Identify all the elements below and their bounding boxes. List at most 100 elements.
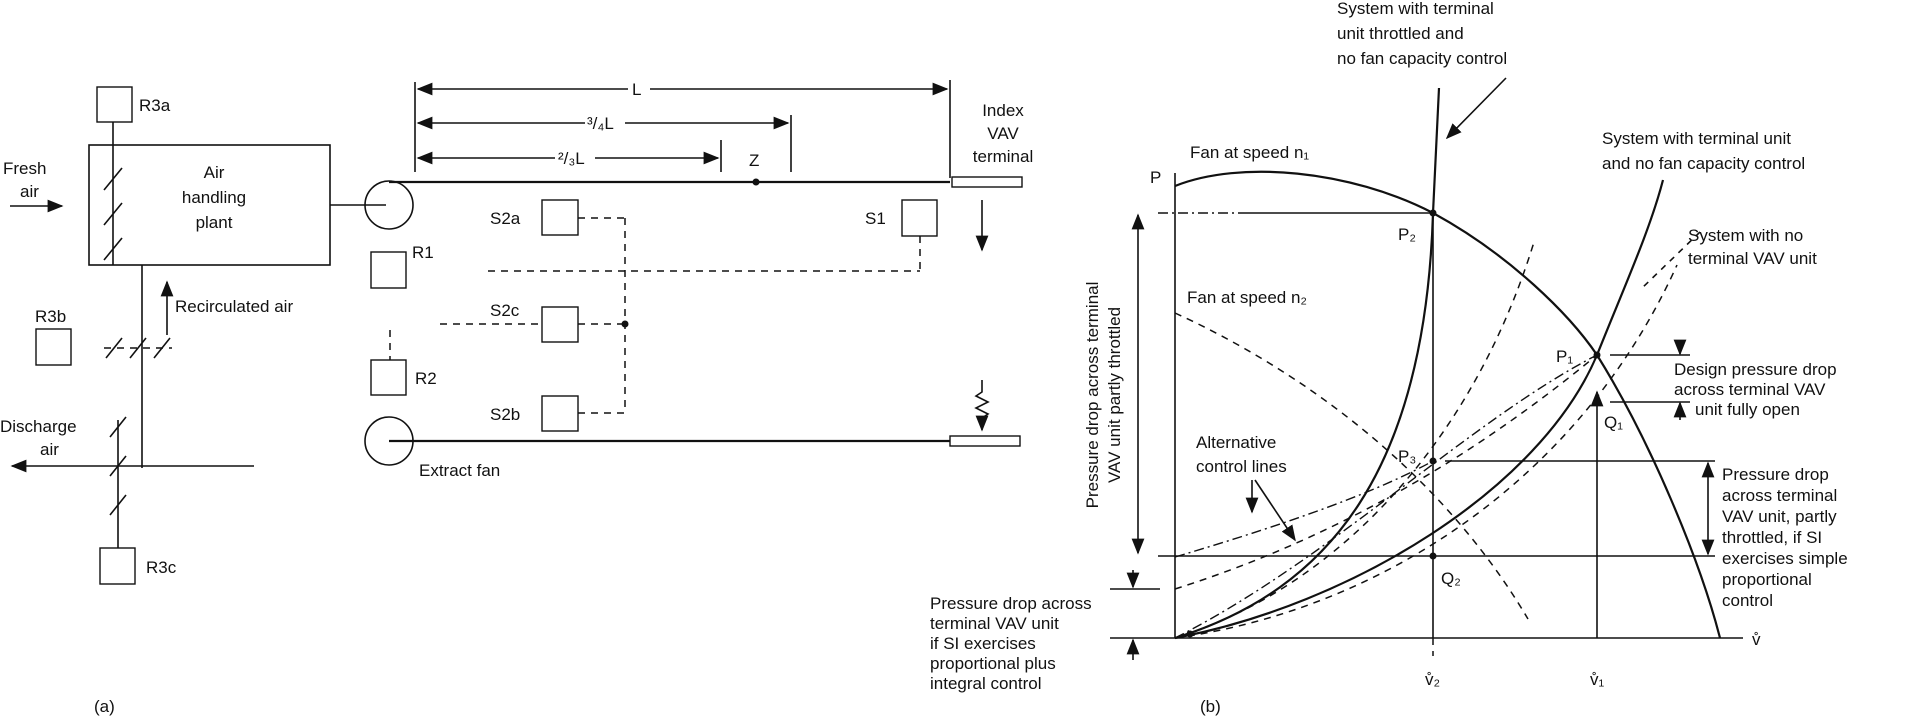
damper-actuator-r3a <box>96 86 133 123</box>
point-p2 <box>1429 209 1437 217</box>
design-drop-line1: Design pressure drop <box>1674 360 1837 379</box>
label-r3a: R3a <box>139 96 171 115</box>
pi-drop-line2: terminal VAV unit <box>930 614 1059 633</box>
label-r3c: R3c <box>146 558 177 577</box>
no-terminal-leader <box>1639 231 1701 291</box>
label-q2: Q₂ <box>1441 569 1461 588</box>
recirculated-air-label: Recirculated air <box>175 297 293 316</box>
axis-p-label: P <box>1150 168 1161 187</box>
label-p2: P₂ <box>1398 225 1416 244</box>
controller-r1 <box>370 251 407 289</box>
design-drop-line3: unit fully open <box>1695 400 1800 419</box>
fresh-air-damper-slashes <box>103 167 123 261</box>
throttled-drop-line5: exercises simple <box>1722 549 1848 568</box>
sensor-s2a <box>541 199 579 236</box>
alternative-control-line-to-p3 <box>1174 460 1434 558</box>
system-curve-no-terminal <box>1174 264 1678 639</box>
dim-label-l: L <box>632 80 641 99</box>
index-terminal-line1: Index <box>982 101 1024 120</box>
discharge-damper-slashes <box>109 416 127 516</box>
label-v1: v̊₁ <box>1590 670 1605 689</box>
index-terminal-line2: VAV <box>987 124 1019 143</box>
discharge-air-label-line1: Discharge <box>0 417 77 436</box>
label-s2a: S2a <box>490 209 521 228</box>
damper-actuator-r3c <box>99 547 136 585</box>
sys-throttled-line1: System with terminal <box>1337 0 1494 18</box>
dim-label-three-quarter-l: ³/₄L <box>587 114 614 133</box>
pi-drop-line4: proportional plus <box>930 654 1056 673</box>
point-p3 <box>1429 457 1437 465</box>
point-origin <box>1186 630 1194 638</box>
label-s2c: S2c <box>490 301 520 320</box>
label-r3b: R3b <box>35 307 66 326</box>
extract-grille <box>949 435 1021 447</box>
extract-inlet-arrow <box>974 380 990 432</box>
alt-control-line1: Alternative <box>1196 433 1276 452</box>
label-v2: v̊₂ <box>1425 670 1440 689</box>
left-vertical-label: Pressure drop across terminal VAV unit p… <box>1083 282 1124 509</box>
ahu-label-line2: handling <box>182 188 246 207</box>
label-p1: P₁ <box>1556 347 1573 366</box>
index-vav-terminal <box>951 176 1023 188</box>
system-curve-terminal <box>1174 179 1665 640</box>
throttled-label-leader <box>1445 77 1507 140</box>
discharge-air-label-line2: air <box>40 440 59 459</box>
sensor-s2b <box>541 395 579 432</box>
panel-a-schematic: R3a Air handling plant Fresh air Z Index… <box>0 80 1033 716</box>
throttled-drop-line3: VAV unit, partly <box>1722 507 1837 526</box>
point-z-dot <box>752 178 760 186</box>
alternative-control-line-to-p1 <box>1174 354 1598 639</box>
alt-control-arrow-2 <box>1254 479 1296 542</box>
throttled-drop-line2: across terminal <box>1722 486 1837 505</box>
panel-b-fan-characteristics: P v̊ <box>930 0 1848 716</box>
ahu-label-line1: Air <box>204 163 225 182</box>
recirculation-damper-slashes <box>104 337 172 359</box>
throttled-drop-line6: proportional <box>1722 570 1812 589</box>
sys-throttled-line2: unit throttled and <box>1337 24 1464 43</box>
sensor-s1 <box>901 199 938 237</box>
label-r1: R1 <box>412 243 434 262</box>
signal-lines <box>389 217 921 414</box>
alt-control-line2: control lines <box>1196 457 1287 476</box>
ahu-label-line3: plant <box>196 213 233 232</box>
fan-curve-n2 <box>1174 312 1529 620</box>
index-terminal-line3: terminal <box>973 147 1033 166</box>
left-vertical-line2: VAV unit partly throttled <box>1105 307 1124 483</box>
alternative-control-line-steep <box>1174 241 1535 639</box>
extract-fan-label: Extract fan <box>419 461 500 480</box>
throttled-drop-line7: control <box>1722 591 1773 610</box>
point-q2 <box>1429 552 1437 560</box>
fresh-air-label-line1: Fresh <box>3 159 46 178</box>
point-p1 <box>1593 351 1601 359</box>
label-fan-n2: Fan at speed n₂ <box>1187 288 1307 307</box>
label-p3: P₃ <box>1398 447 1416 466</box>
label-s2b: S2b <box>490 405 520 424</box>
sensor-s2c <box>541 306 579 343</box>
fan-curve-n1 <box>1174 170 1722 639</box>
sys-terminal-line2: and no fan capacity control <box>1602 154 1805 173</box>
label-s1: S1 <box>865 209 886 228</box>
label-r2: R2 <box>415 369 437 388</box>
controller-r2 <box>370 359 407 396</box>
fresh-air-label-line2: air <box>20 182 39 201</box>
caption-a: (a) <box>94 697 115 716</box>
design-drop-line2: across terminal VAV <box>1674 380 1826 399</box>
throttled-drop-line4: throttled, if SI <box>1722 528 1822 547</box>
axis-v-label: v̊ <box>1752 630 1761 649</box>
dim-label-two-thirds-l: ²/₃L <box>558 149 585 168</box>
pi-drop-line1: Pressure drop across <box>930 594 1092 613</box>
sys-no-terminal-line2: terminal VAV unit <box>1688 249 1817 268</box>
pi-drop-line3: if SI exercises <box>930 634 1036 653</box>
sys-no-terminal-line1: System with no <box>1688 226 1803 245</box>
left-vertical-line1: Pressure drop across terminal <box>1083 282 1102 509</box>
alternative-control-line-dashed <box>1174 354 1598 590</box>
label-z: Z <box>749 151 759 170</box>
throttled-drop-line1: Pressure drop <box>1722 465 1829 484</box>
caption-b: (b) <box>1200 697 1221 716</box>
sys-terminal-line1: System with terminal unit <box>1602 129 1791 148</box>
label-fan-n1: Fan at speed n₁ <box>1190 143 1309 162</box>
pi-drop-line5: integral control <box>930 674 1042 693</box>
sys-throttled-line3: no fan capacity control <box>1337 49 1507 68</box>
damper-actuator-r3b <box>35 328 72 366</box>
